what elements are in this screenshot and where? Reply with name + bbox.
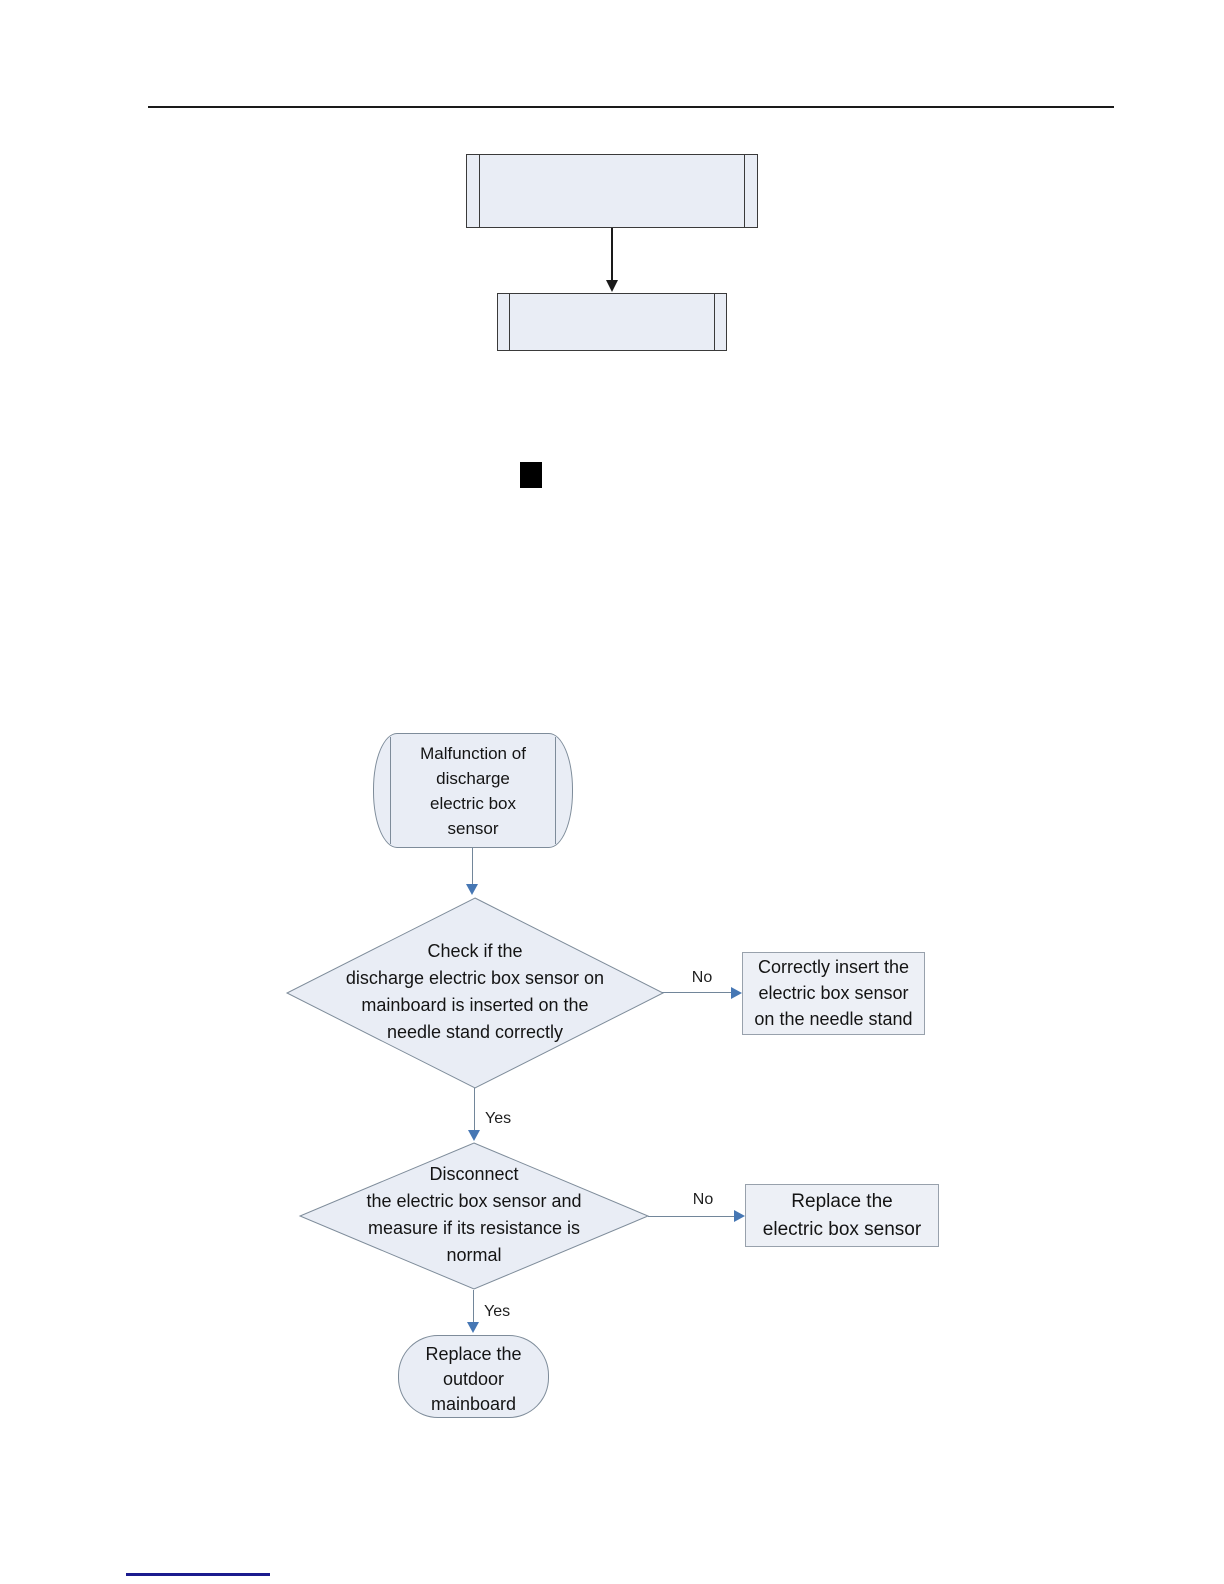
- text-line: discharge electric box sensor on: [345, 968, 605, 988]
- text-line: mainboard is inserted on the: [361, 995, 589, 1015]
- cap-line: [555, 737, 556, 844]
- predefined-process-box-bottom: [497, 293, 727, 351]
- arrowhead-down-icon: [467, 1322, 479, 1333]
- no-label: No: [691, 969, 713, 986]
- connector-yes2: [473, 1290, 474, 1323]
- action2-box: [745, 1184, 939, 1247]
- text-line: mainboard: [430, 1394, 517, 1414]
- action1-box: [742, 952, 925, 1035]
- black-square-glyph: [520, 462, 542, 488]
- text-line: Replace the: [425, 1344, 522, 1364]
- decision2-diamond: [298, 1142, 650, 1290]
- decision1-diamond: [285, 897, 665, 1089]
- connector-no1: [662, 992, 732, 993]
- side-bar-line: [714, 294, 715, 350]
- text-line: Malfunction of: [420, 744, 526, 763]
- cap-line: [390, 737, 391, 844]
- action1-text: Correctly insert the electric box sensor…: [742, 954, 925, 1032]
- arrowhead-right-icon: [734, 1210, 745, 1222]
- arrowhead-down-icon: [606, 280, 618, 292]
- text-line: electric box sensor: [758, 983, 909, 1003]
- no-label: No: [692, 1191, 714, 1208]
- decision2-text: Disconnect the electric box sensor and m…: [274, 1161, 674, 1269]
- predefined-process-box-top: [466, 154, 758, 228]
- text-line: Replace the: [791, 1191, 893, 1212]
- text-line: Check if the: [427, 941, 523, 961]
- start-shape-text: Malfunction of discharge electric box se…: [383, 741, 563, 841]
- text-line: discharge: [436, 769, 510, 788]
- flowchart-end-shape: [398, 1335, 549, 1418]
- yes-label: Yes: [484, 1303, 511, 1320]
- text-line: outdoor: [442, 1369, 505, 1389]
- text-line: Disconnect: [429, 1164, 519, 1184]
- connector-top-boxes: [611, 228, 613, 280]
- arrowhead-down-icon: [468, 1130, 480, 1141]
- end-shape-text: Replace the outdoor mainboard: [398, 1342, 549, 1417]
- side-bar-line: [744, 155, 745, 227]
- text-line: normal: [446, 1245, 502, 1265]
- text-line: on the needle stand: [754, 1009, 913, 1029]
- side-bar-line: [479, 155, 480, 227]
- text-line: Correctly insert the: [757, 957, 910, 977]
- arrowhead-right-icon: [731, 987, 742, 999]
- yes-label: Yes: [485, 1110, 512, 1127]
- connector-start-decision1: [472, 848, 473, 884]
- arrowhead-down-icon: [466, 884, 478, 895]
- text-line: needle stand correctly: [386, 1022, 564, 1042]
- text-line: measure if its resistance is: [367, 1218, 581, 1238]
- footer-link-rule: [126, 1573, 270, 1576]
- text-line: sensor: [447, 819, 499, 838]
- header-rule: [148, 106, 1114, 108]
- flowchart-start-shape: [373, 733, 573, 848]
- text-line: electric box sensor: [762, 1219, 922, 1240]
- action2-text: Replace the electric box sensor: [745, 1188, 939, 1244]
- text-line: the electric box sensor and: [366, 1191, 582, 1211]
- side-bar-line: [509, 294, 510, 350]
- text-line: electric box: [430, 794, 516, 813]
- connector-yes1: [474, 1088, 475, 1130]
- decision1-text: Check if the discharge electric box sens…: [275, 938, 675, 1046]
- connector-no2: [648, 1216, 735, 1217]
